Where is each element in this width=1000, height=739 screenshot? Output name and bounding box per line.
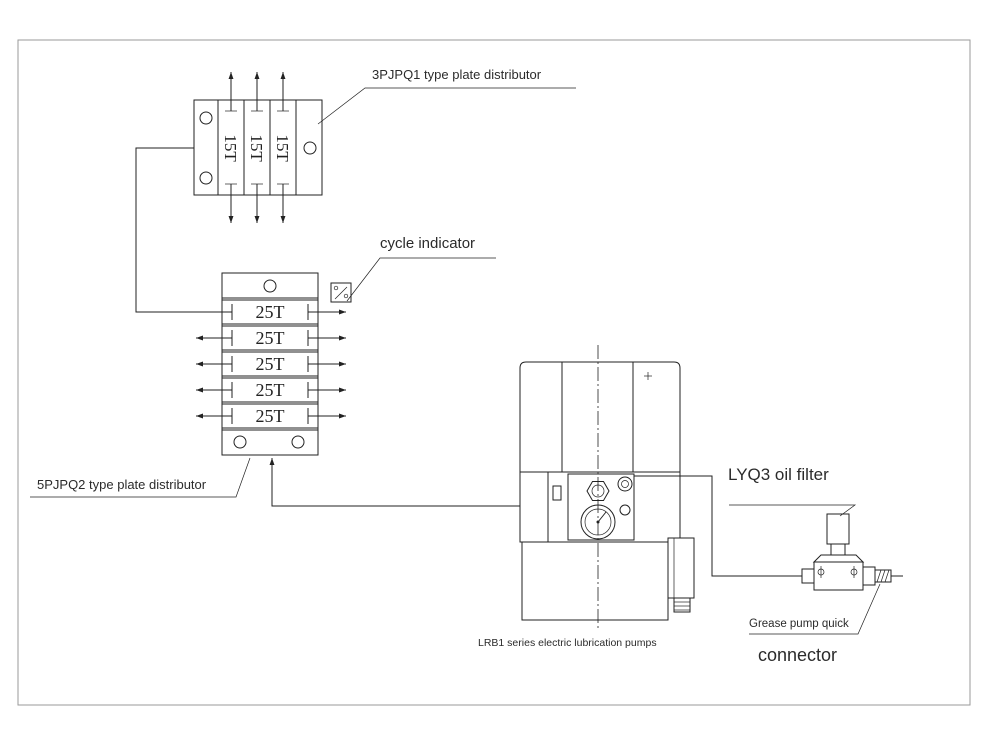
section-label: 25T bbox=[256, 354, 285, 374]
grease-quick-connector bbox=[874, 569, 903, 583]
section-label: 15T bbox=[273, 134, 292, 162]
pump-label: LRB1 series electric lubrication pumps bbox=[478, 637, 657, 649]
section-label: 15T bbox=[247, 134, 266, 162]
top-distributor-callout: 3PJPQ1 type plate distributor bbox=[317, 67, 576, 125]
quick-connector-callout: Grease pump quick connector bbox=[749, 583, 881, 665]
mounting-hole bbox=[233, 435, 247, 449]
section-label: 25T bbox=[256, 328, 285, 348]
filter-cartridge bbox=[826, 513, 850, 545]
indicator-pin bbox=[343, 293, 349, 299]
leader-line bbox=[749, 583, 881, 635]
oil-filter-label: LYQ3 oil filter bbox=[728, 465, 829, 484]
drawing-frame bbox=[17, 39, 971, 706]
leader-line bbox=[317, 87, 576, 125]
mounting-hole bbox=[263, 279, 277, 293]
inlet-fitting bbox=[801, 568, 815, 584]
indicator-pin bbox=[333, 285, 339, 291]
leader-line bbox=[30, 457, 251, 498]
outlet-fitting bbox=[862, 566, 876, 586]
top-plate-distributor: 15T 15T 15T bbox=[193, 72, 323, 223]
cycle-indicator-box bbox=[330, 282, 352, 303]
gauge-needle bbox=[597, 511, 607, 523]
quick-connector-label-line1: Grease pump quick bbox=[749, 618, 849, 630]
relief-valve-inner bbox=[621, 480, 629, 488]
section-label: 25T bbox=[256, 302, 285, 322]
filter-body-top bbox=[812, 554, 865, 563]
distributor-connection-line bbox=[135, 147, 232, 313]
leader-line bbox=[729, 504, 857, 517]
cable-fitting bbox=[673, 597, 691, 613]
oil-filter bbox=[801, 513, 876, 591]
cycle-indicator bbox=[330, 282, 352, 303]
oil-filter-callout: LYQ3 oil filter bbox=[728, 465, 857, 517]
small-port bbox=[552, 485, 562, 501]
filter-neck bbox=[830, 543, 846, 556]
bottom-distributor-label: 5PJPQ2 type plate distributor bbox=[37, 477, 207, 492]
section-label: 15T bbox=[221, 134, 240, 162]
connector-hatch bbox=[876, 569, 882, 583]
electric-lubrication-pump bbox=[519, 345, 695, 628]
bottom-distributor-callout: 5PJPQ2 type plate distributor bbox=[30, 457, 251, 498]
cycle-indicator-callout: cycle indicator bbox=[346, 235, 496, 302]
connector-hatch bbox=[884, 569, 890, 583]
pump-base bbox=[521, 541, 669, 621]
filter-body bbox=[813, 561, 864, 591]
control-panel bbox=[567, 473, 635, 541]
mounting-hole bbox=[199, 171, 213, 185]
connector-hatch bbox=[880, 569, 886, 583]
top-distributor-label: 3PJPQ1 type plate distributor bbox=[372, 67, 542, 82]
pump-feed-line bbox=[269, 458, 520, 507]
pump-outlet-line bbox=[634, 475, 802, 577]
bottom-plate-distributor: 25T 25T 25T 25T 25T bbox=[196, 272, 346, 456]
motor-side-block bbox=[667, 537, 695, 599]
fill-port-icon bbox=[619, 504, 631, 516]
cycle-indicator-label: cycle indicator bbox=[380, 235, 475, 252]
leader-line bbox=[346, 257, 496, 302]
section-label: 25T bbox=[256, 406, 285, 426]
relief-valve-icon bbox=[617, 476, 633, 492]
indicator-switch bbox=[334, 286, 348, 300]
mounting-hole bbox=[291, 435, 305, 449]
reservoir-housing bbox=[519, 361, 681, 473]
section-label: 25T bbox=[256, 380, 285, 400]
quick-connector-label-line2: connector bbox=[758, 645, 837, 665]
mounting-hole bbox=[199, 111, 213, 125]
mounting-hole bbox=[303, 141, 317, 155]
